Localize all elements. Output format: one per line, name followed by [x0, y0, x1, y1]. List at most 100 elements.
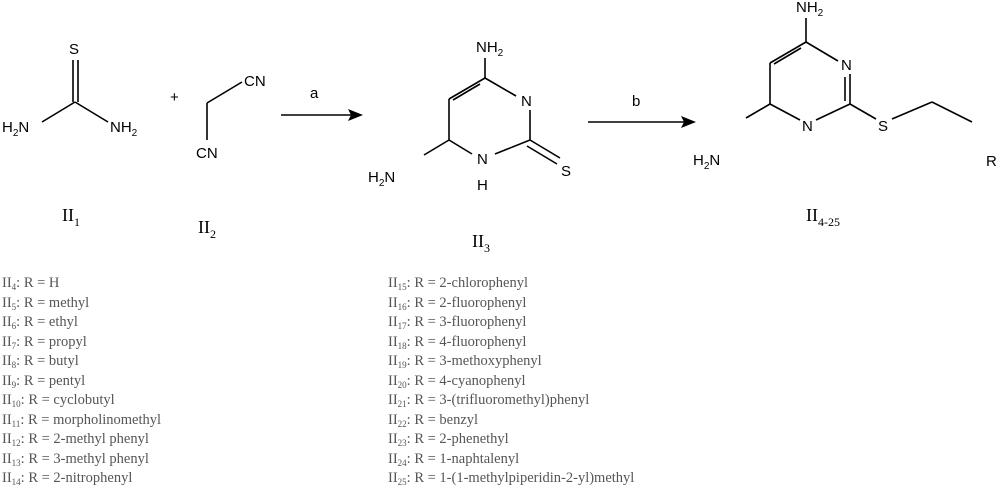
- plus-sign: +: [170, 89, 179, 106]
- substituent-text: : R = 3-methoxyphenyl: [406, 353, 542, 369]
- arrow-head: [348, 109, 363, 121]
- compound-label-II1: II1: [62, 205, 80, 229]
- compound-number: 9: [11, 379, 17, 390]
- compound-number: 13: [11, 457, 21, 468]
- compound-number: 14: [11, 477, 21, 487]
- substituent-row: II23: R = 2-phenethyl: [388, 430, 634, 450]
- substituent-text: : R = benzyl: [406, 411, 479, 428]
- compound-prefix: II: [388, 333, 398, 350]
- compound-prefix: II: [388, 353, 398, 369]
- bond: [849, 103, 877, 120]
- compound-number: 17: [397, 321, 407, 331]
- compound-number: 19: [397, 360, 407, 370]
- substituent-text: : R = butyl: [16, 353, 79, 369]
- substituent-row: II25: R = 1-(1-methylpiperidin-2-yl)meth…: [388, 469, 634, 489]
- ring-nh-n-label: N: [477, 151, 488, 168]
- bond: [423, 139, 450, 156]
- bond: [41, 101, 76, 123]
- nitrile-label-top: CN: [244, 73, 266, 90]
- substituent-text: : R = propyl: [16, 333, 87, 350]
- compound-prefix: II: [2, 333, 12, 350]
- substituent-text: : R = 4-cyanophenyl: [406, 372, 526, 389]
- substituent-text: : R = 2-phenethyl: [406, 431, 509, 447]
- compound-prefix: II: [388, 314, 398, 330]
- substituent-row: II19: R = 3-methoxyphenyl: [388, 352, 634, 372]
- substituent-text: : R = 2-fluorophenyl: [406, 294, 527, 311]
- compound-prefix: II: [388, 450, 398, 467]
- thioether-sulfur-label: S: [878, 118, 888, 135]
- substituent-row: II22: R = benzyl: [388, 411, 634, 431]
- bond: [769, 41, 807, 64]
- substituent-text: : R = H: [16, 275, 60, 291]
- compound-prefix: II: [388, 411, 398, 428]
- compound-prefix: II: [2, 431, 12, 447]
- malononitrile-structure: CN CN: [196, 73, 266, 162]
- reaction-arrow-a: a: [281, 85, 363, 121]
- compound-number: 5: [11, 301, 17, 312]
- compound-number: 8: [11, 360, 17, 370]
- compound-label-II4-25: II4-25: [806, 205, 840, 229]
- compound-prefix: II: [2, 372, 12, 389]
- amine-label-right: NH2: [110, 119, 138, 139]
- bond: [529, 139, 561, 159]
- compound-label-II2: II2: [198, 217, 216, 241]
- reaction-arrow-b: b: [588, 93, 696, 128]
- bond: [773, 47, 802, 65]
- ring-nitrogen-label: N: [521, 93, 532, 110]
- compound-number: 15: [397, 282, 407, 292]
- arrow-label-b: b: [632, 93, 640, 110]
- compound-prefix: II: [388, 431, 398, 447]
- compound-number: 16: [397, 301, 407, 312]
- compound-number: 25: [397, 477, 407, 487]
- substituent-row: II8: R = butyl: [2, 352, 161, 372]
- substituent-row: II6: R = ethyl: [2, 313, 161, 333]
- compound-number: 7: [11, 340, 17, 351]
- substituent-row: II14: R = 2-nitrophenyl: [2, 469, 161, 489]
- substituent-row: II13: R = 3-methyl phenyl: [2, 450, 161, 470]
- ring-nitrogen-label-bottom: N: [802, 118, 813, 135]
- ring-nh-h-label: H: [477, 177, 488, 194]
- bond: [805, 41, 839, 62]
- substituent-row: II7: R = propyl: [2, 333, 161, 353]
- sulfur-label: S: [69, 41, 79, 58]
- substituent-row: II12: R = 2-methyl phenyl: [2, 430, 161, 450]
- substituent-text: : R = 1-(1-methylpiperidin-2-yl)methyl: [406, 470, 635, 486]
- arrow-head: [681, 116, 696, 128]
- compound-number: 6: [11, 321, 17, 331]
- compound-number: 11: [11, 418, 21, 429]
- bond: [448, 139, 473, 155]
- compound-prefix: II: [2, 294, 12, 311]
- bond: [526, 145, 558, 165]
- thiourea-structure: S H2N NH2: [2, 41, 138, 139]
- bond: [891, 101, 933, 120]
- substituent-row: II21: R = 3-(trifluoromethyl)phenyl: [388, 391, 634, 411]
- substituent-text: : R = 1-naphtalenyl: [406, 450, 520, 467]
- sulfur-label: S: [561, 163, 571, 180]
- compound-prefix: II: [2, 411, 12, 428]
- compound-prefix: II: [2, 353, 12, 369]
- compound-prefix: II: [388, 470, 398, 486]
- bond: [452, 83, 481, 101]
- substituent-text: : R = pentyl: [16, 372, 86, 389]
- compound-prefix: II: [388, 275, 398, 291]
- bond: [815, 103, 851, 121]
- r-group-label: R: [986, 153, 997, 170]
- compound-prefix: II: [2, 275, 12, 291]
- compound-prefix: II: [2, 450, 12, 467]
- substituent-row: II18: R = 4-fluorophenyl: [388, 333, 634, 353]
- substituent-row: II10: R = cyclobutyl: [2, 391, 161, 411]
- substituent-text: : R = 2-chlorophenyl: [406, 275, 529, 291]
- compound-number: 23: [397, 438, 407, 448]
- amine-label-left: H2N: [693, 152, 720, 172]
- compound-prefix: II: [388, 392, 398, 408]
- substituent-row: II24: R = 1-naphtalenyl: [388, 450, 634, 470]
- substituent-text: : R = 3-fluorophenyl: [406, 314, 527, 330]
- bond: [494, 139, 531, 155]
- compound-number: 10: [11, 399, 21, 409]
- bond: [484, 77, 517, 97]
- substituent-text: : R = methyl: [16, 294, 90, 311]
- substituent-row: II16: R = 2-fluorophenyl: [388, 294, 634, 314]
- substituent-text: : R = cyclobutyl: [20, 392, 115, 408]
